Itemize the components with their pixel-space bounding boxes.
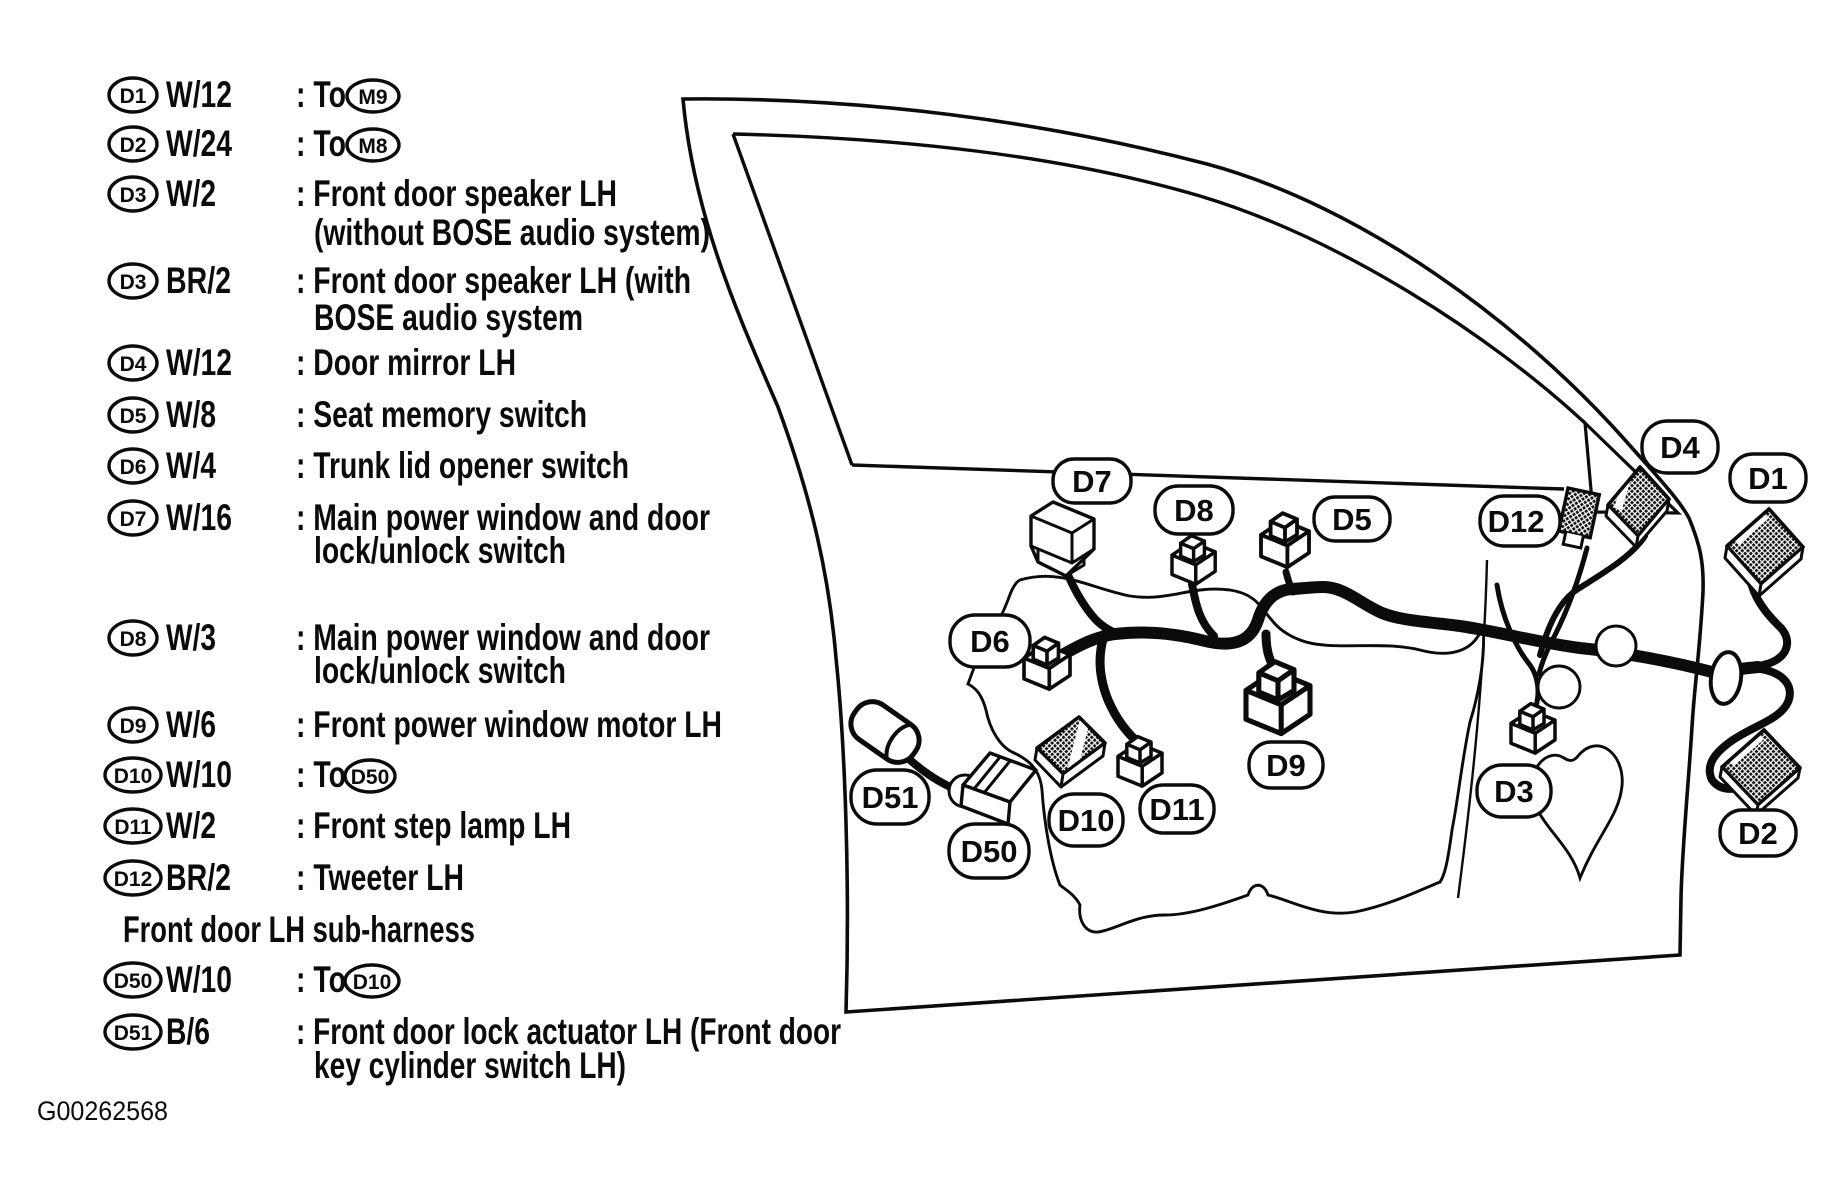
svg-text:: Main power window and door: : Main power window and door: [296, 497, 710, 538]
svg-text:lock/unlock switch: lock/unlock switch: [314, 530, 566, 571]
svg-text:: Front door speaker LH (with: : Front door speaker LH (with: [296, 260, 691, 301]
svg-text:: To: : To: [296, 754, 346, 795]
svg-text:W/8: W/8: [166, 394, 216, 435]
svg-text:: To: : To: [296, 959, 346, 1000]
svg-text:W/3: W/3: [166, 617, 216, 658]
svg-text:D10: D10: [1058, 803, 1115, 838]
svg-text:lock/unlock switch: lock/unlock switch: [314, 650, 566, 691]
svg-text:W/4: W/4: [166, 445, 216, 486]
svg-text:D11: D11: [1149, 792, 1204, 827]
svg-text:D4: D4: [1660, 430, 1700, 465]
svg-text:D50: D50: [114, 970, 153, 993]
svg-text:W/6: W/6: [166, 704, 216, 745]
svg-text:D7: D7: [1072, 464, 1112, 499]
svg-text:D50: D50: [351, 766, 390, 789]
svg-text:Front door LH sub-harness: Front door LH sub-harness: [123, 909, 475, 950]
svg-text:W/24: W/24: [166, 123, 232, 164]
svg-text:: To: : To: [296, 74, 346, 115]
svg-text:D11: D11: [114, 816, 152, 839]
svg-text:: Front step lamp LH: : Front step lamp LH: [296, 805, 571, 846]
svg-text:: Trunk lid opener switch: : Trunk lid opener switch: [296, 445, 629, 486]
svg-text:: Main power window and door: : Main power window and door: [296, 617, 710, 658]
svg-text:: Seat memory switch: : Seat memory switch: [296, 394, 587, 435]
svg-text:D6: D6: [970, 624, 1010, 659]
svg-text:D1: D1: [1748, 461, 1788, 496]
svg-text:D51: D51: [114, 1022, 153, 1045]
svg-text:W/16: W/16: [166, 497, 232, 538]
svg-text:D2: D2: [120, 134, 147, 157]
svg-text:W/12: W/12: [166, 74, 232, 115]
svg-text:D51: D51: [862, 780, 919, 815]
svg-text:D12: D12: [1488, 504, 1545, 539]
svg-text:D10: D10: [114, 765, 153, 788]
svg-text:D5: D5: [1332, 502, 1372, 537]
svg-text:D3: D3: [120, 271, 147, 294]
svg-text:D12: D12: [114, 868, 153, 891]
svg-text:D4: D4: [120, 353, 147, 376]
svg-text:: Door mirror LH: : Door mirror LH: [296, 342, 516, 383]
svg-text:(without BOSE audio system): (without BOSE audio system): [314, 212, 710, 253]
svg-text:BR/2: BR/2: [166, 857, 231, 898]
svg-text:W/10: W/10: [166, 959, 232, 1000]
svg-text:W/2: W/2: [166, 805, 216, 846]
svg-text:G00262568: G00262568: [37, 1096, 168, 1126]
svg-text:: Front door speaker LH: : Front door speaker LH: [296, 173, 617, 214]
svg-text:: To: : To: [296, 123, 346, 164]
svg-text:BR/2: BR/2: [166, 260, 231, 301]
svg-text:D10: D10: [353, 971, 392, 994]
svg-text:key cylinder switch LH): key cylinder switch LH): [314, 1045, 626, 1086]
svg-text:D6: D6: [120, 456, 147, 479]
svg-text:B/6: B/6: [166, 1011, 210, 1052]
svg-text:D2: D2: [1738, 816, 1778, 851]
svg-text:: Front door lock actuator LH: : Front door lock actuator LH (Front doo…: [296, 1011, 841, 1052]
svg-text:D5: D5: [120, 405, 147, 428]
svg-text:M8: M8: [358, 135, 387, 158]
svg-text:W/10: W/10: [166, 754, 232, 795]
svg-text:W/2: W/2: [166, 173, 216, 214]
svg-text:D8: D8: [120, 628, 147, 651]
svg-text:D1: D1: [120, 85, 147, 108]
svg-text:D50: D50: [961, 834, 1018, 869]
svg-text:D9: D9: [120, 715, 147, 738]
svg-text:D9: D9: [1266, 748, 1306, 783]
svg-text:D3: D3: [120, 184, 147, 207]
svg-text:D7: D7: [120, 508, 147, 531]
svg-text:BOSE audio system: BOSE audio system: [314, 297, 583, 338]
svg-text:: Tweeter LH: : Tweeter LH: [296, 857, 464, 898]
svg-text:: Front power window motor LH: : Front power window motor LH: [296, 704, 722, 745]
svg-text:D3: D3: [1494, 774, 1534, 809]
svg-text:M9: M9: [358, 86, 387, 109]
svg-text:W/12: W/12: [166, 342, 232, 383]
svg-text:D8: D8: [1174, 493, 1214, 528]
